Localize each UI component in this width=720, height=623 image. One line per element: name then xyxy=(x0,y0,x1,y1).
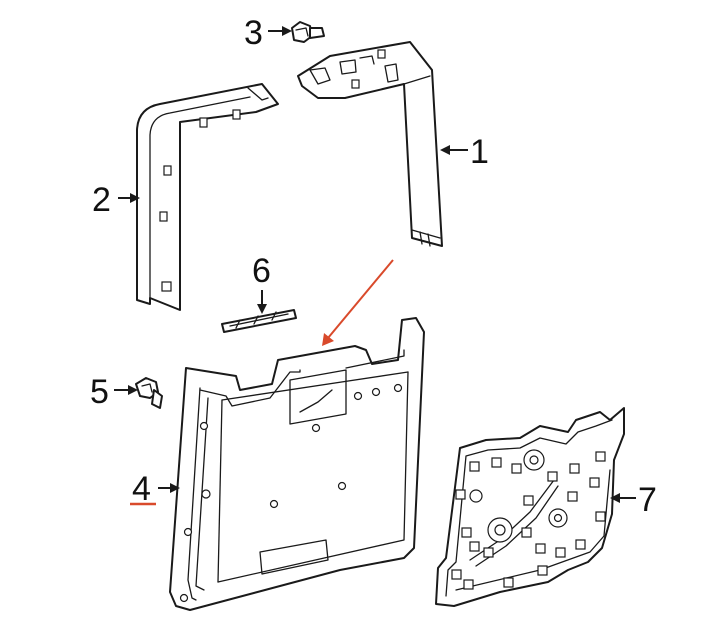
part-4-inner-panel[interactable] xyxy=(169,317,425,611)
callout-1: 1 xyxy=(470,133,489,171)
part-1-upper-trim-right[interactable] xyxy=(297,41,443,247)
callout-3: 3 xyxy=(244,14,263,52)
highlight-arrowhead xyxy=(322,333,334,346)
callout-2: 2 xyxy=(92,181,111,219)
callout-6: 6 xyxy=(252,252,271,290)
highlight-marker xyxy=(130,259,394,506)
part-3-screw[interactable] xyxy=(291,21,325,43)
leader-lines xyxy=(114,26,636,503)
part-2-upper-trim-left[interactable] xyxy=(136,83,279,311)
part-6-rail[interactable] xyxy=(221,309,297,333)
callout-5: 5 xyxy=(90,373,109,411)
callout-7: 7 xyxy=(638,481,657,519)
callout-4: 4 xyxy=(132,470,151,508)
part-5-screw[interactable] xyxy=(135,377,163,409)
part-7-window-regulator[interactable] xyxy=(435,407,625,607)
callout-labels: 3 1 2 6 5 4 7 xyxy=(90,14,657,519)
highlight-arrow xyxy=(327,259,394,339)
